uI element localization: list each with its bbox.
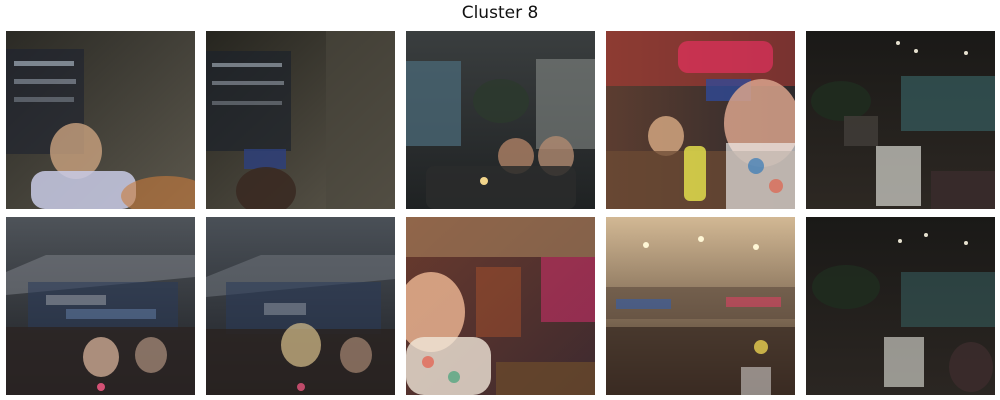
photo-7 xyxy=(206,217,395,395)
photo-tile-6 xyxy=(6,217,195,395)
photo-tile-9 xyxy=(606,217,795,395)
photo-tile-2 xyxy=(206,31,395,209)
photo-6 xyxy=(6,217,195,395)
photo-tile-10 xyxy=(806,217,995,395)
photo-3 xyxy=(406,31,595,209)
photo-8 xyxy=(406,217,595,395)
photo-tile-7 xyxy=(206,217,395,395)
photo-tile-8 xyxy=(406,217,595,395)
photo-tile-1 xyxy=(6,31,195,209)
figure-title: Cluster 8 xyxy=(461,3,539,23)
photo-9 xyxy=(606,217,795,395)
photo-tile-5 xyxy=(806,31,995,209)
photo-4 xyxy=(606,31,795,209)
photo-2 xyxy=(206,31,395,209)
photo-10 xyxy=(806,217,995,395)
photo-tile-3 xyxy=(406,31,595,209)
photo-tile-4 xyxy=(606,31,795,209)
photo-5 xyxy=(806,31,995,209)
photo-1 xyxy=(6,31,195,209)
